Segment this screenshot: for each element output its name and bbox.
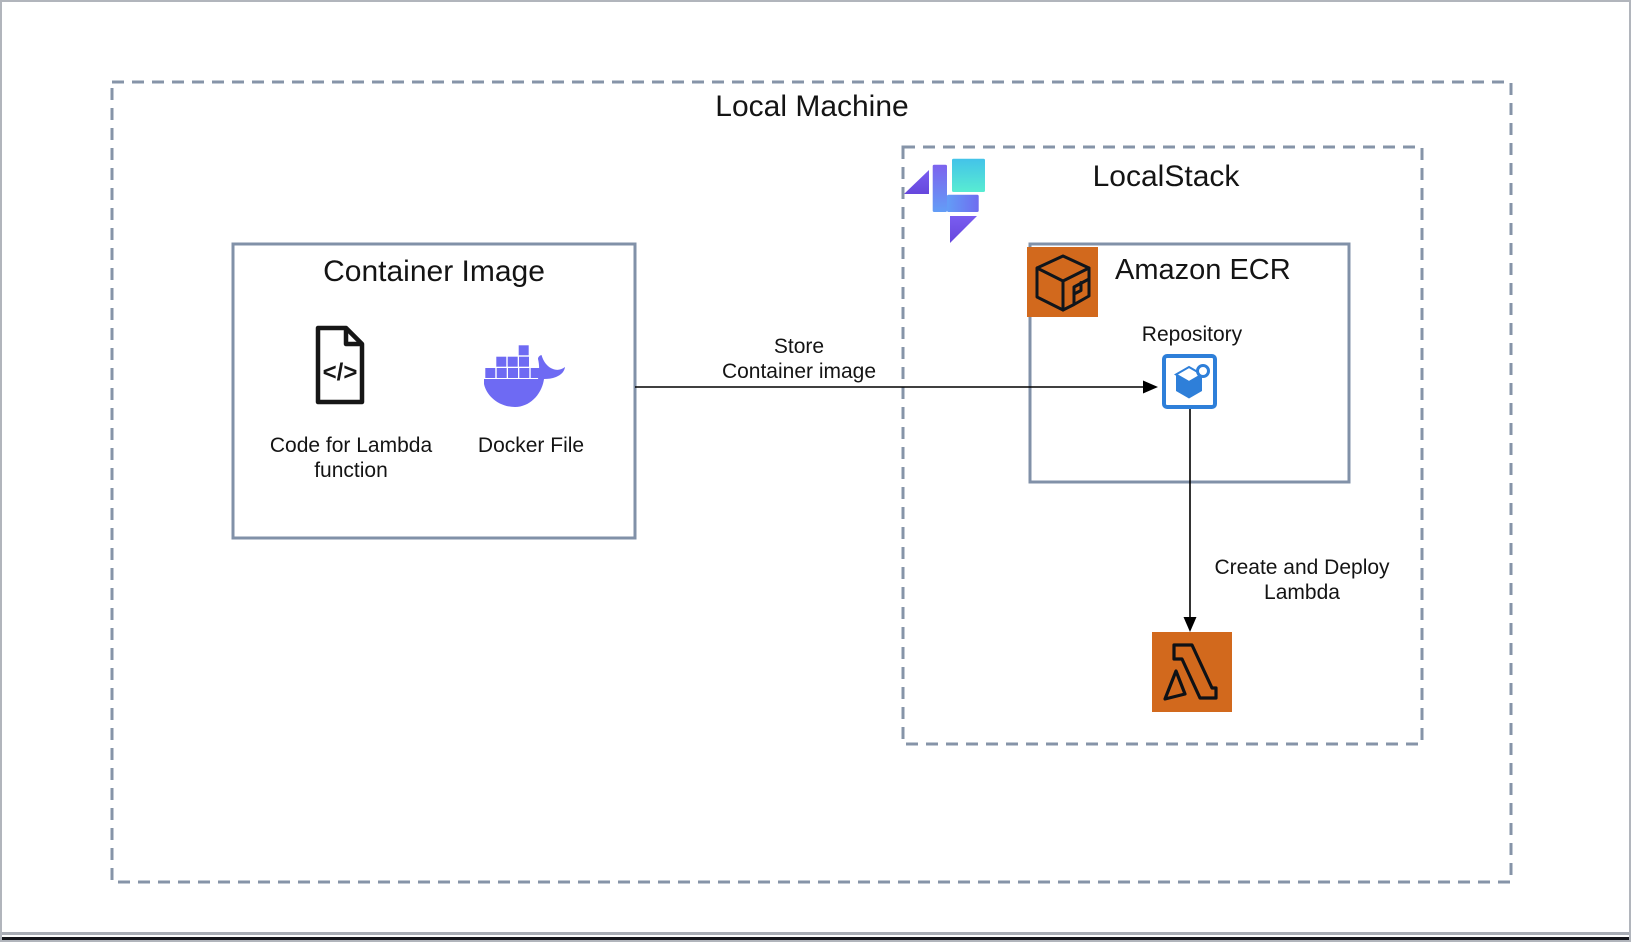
aws-lambda-icon	[1152, 632, 1232, 712]
code-file-label: Code for Lambda function	[270, 433, 432, 483]
localstack-logo-triangle	[904, 170, 929, 194]
deploy-arrow-label: Create and Deploy Lambda	[1214, 555, 1389, 605]
deploy-arrow-label-line1: Create and Deploy	[1214, 556, 1390, 579]
store-arrow-label-line1: Store	[773, 335, 825, 358]
amazon-ecr-icon	[1027, 247, 1098, 317]
store-arrow-label-line2: Container image	[721, 360, 877, 383]
store-arrowhead	[1143, 380, 1158, 394]
container-image-box	[231, 242, 637, 540]
deploy-arrow-label-line2: Lambda	[1264, 581, 1340, 604]
window-bottom-divider	[2, 932, 1629, 935]
store-arrow-label: Store Container image	[722, 334, 876, 384]
code-file-label-line2: function	[314, 459, 388, 482]
localstack-logo-l-horizontal	[947, 194, 979, 212]
code-file-label-line1: Code for Lambda	[269, 434, 433, 457]
deploy-lambda-arrow	[1183, 409, 1197, 632]
amazon-ecr-title: Amazon ECR	[1115, 254, 1291, 286]
local-machine-title: Local Machine	[715, 90, 909, 123]
svg-text:</>: </>	[323, 359, 358, 386]
localstack-logo	[900, 154, 990, 246]
localstack-logo-l-vertical	[932, 164, 947, 212]
code-file-icon: </>	[311, 323, 369, 407]
deploy-arrowhead	[1183, 617, 1197, 632]
window-bottom-bar	[2, 937, 1629, 940]
localstack-logo-square	[952, 158, 985, 192]
container-image-title: Container Image	[323, 255, 545, 288]
repository-label: Repository	[1141, 323, 1243, 346]
ecr-repository-icon	[1162, 354, 1217, 409]
localstack-title: LocalStack	[1092, 160, 1240, 193]
docker-whale-icon	[480, 343, 566, 409]
docker-file-label: Docker File	[477, 434, 585, 457]
localstack-logo-chevron	[950, 216, 977, 243]
store-container-arrow	[635, 380, 1158, 394]
